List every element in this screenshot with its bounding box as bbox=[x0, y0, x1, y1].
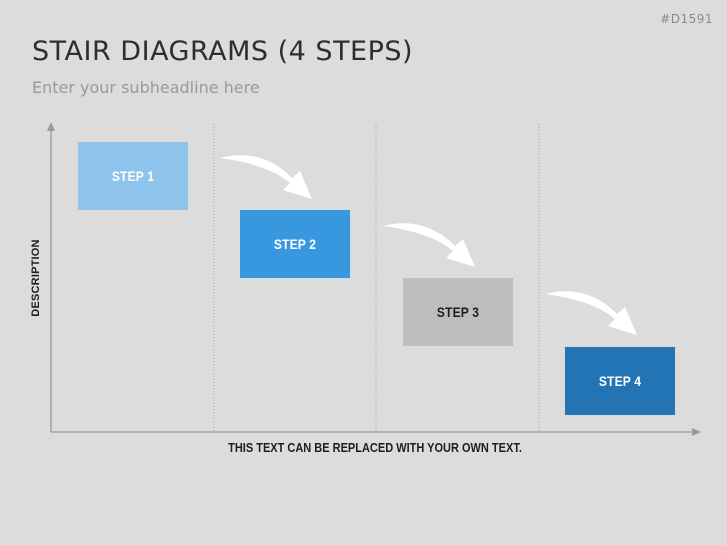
page-title: STAIR DIAGRAMS (4 STEPS) bbox=[32, 36, 414, 67]
step-label-4: STEP 4 bbox=[598, 373, 642, 389]
curved-arrow-2 bbox=[383, 223, 475, 267]
y-axis-arrowhead bbox=[47, 122, 55, 131]
step-label-3: STEP 3 bbox=[436, 304, 480, 320]
step-label-2: STEP 2 bbox=[273, 236, 317, 252]
curved-arrow-1 bbox=[220, 155, 312, 199]
step-box-1: STEP 1 bbox=[77, 142, 189, 210]
y-axis-label: DESCRIPTION bbox=[30, 239, 42, 317]
x-axis-label: THIS TEXT CAN BE REPLACED WITH YOUR OWN … bbox=[228, 441, 522, 455]
step-box-3: STEP 3 bbox=[402, 278, 514, 346]
curved-arrow-3 bbox=[545, 291, 637, 335]
x-axis-arrowhead bbox=[692, 428, 701, 436]
step-box-4: STEP 4 bbox=[564, 347, 676, 415]
step-box-2: STEP 2 bbox=[239, 210, 351, 278]
page-subtitle: Enter your subheadline here bbox=[32, 78, 260, 97]
step-label-1: STEP 1 bbox=[111, 168, 155, 184]
slide-code: #D1591 bbox=[660, 12, 713, 26]
